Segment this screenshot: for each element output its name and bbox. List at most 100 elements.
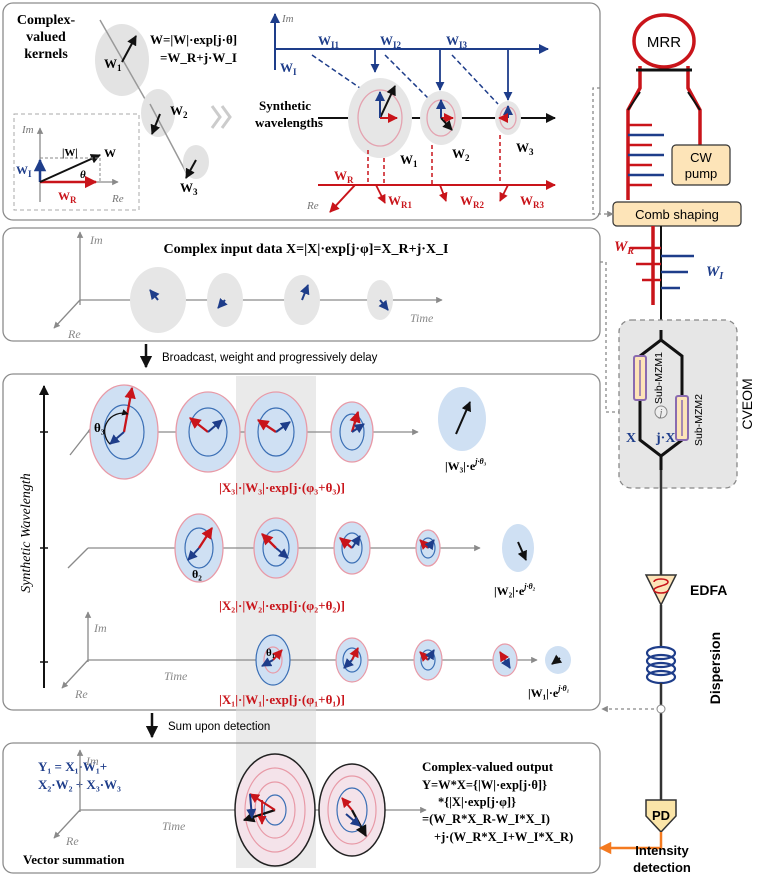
phase-shifter (654, 405, 668, 419)
row3-red-vector-2 (189, 417, 209, 433)
row1-weight-vector (551, 654, 563, 665)
kernel-w3-arrow (185, 159, 197, 179)
panel-output-border (2, 742, 601, 874)
output-im-label: Im (85, 754, 99, 768)
row2-re-axis (67, 547, 89, 569)
comb-shaping-label: Comb shaping (635, 207, 719, 222)
weight-ring-1 (357, 89, 403, 147)
mzm-x-label: X (626, 431, 636, 446)
inset-wi-label: W (16, 163, 28, 177)
wi-axis-sub: I (293, 67, 297, 77)
svg-text:W3: W3 (516, 140, 534, 157)
y1-line1: Y₁ = X₁·W₁+ (38, 759, 107, 774)
row1-weight-exp-power: j·θ₁ (556, 684, 569, 693)
svg-text:WI1: WI1 (318, 33, 340, 50)
wr-label-3-sub: R3 (533, 200, 544, 210)
row3-blue-vector-2 (207, 419, 223, 433)
input-vector-1 (149, 289, 160, 301)
wi-label-1-sub: I1 (331, 40, 340, 50)
row3-red-vector-3 (257, 419, 277, 433)
edfa-label: EDFA (690, 582, 727, 598)
input-to-modulator-connector (600, 261, 626, 416)
row3-formula: |X₃|·|W₃|·exp[j·(φ₃+θ₃)] (219, 480, 345, 495)
kernel-circle-2 (141, 89, 175, 137)
wr-axis-sub: R (347, 175, 354, 185)
kernel-formula-line1: W=|W|·exp[j·θ] (150, 32, 237, 47)
edfa-coil-icon (653, 578, 669, 594)
wcircle-label-1-sub: 1 (413, 159, 418, 169)
svg-text:WR3: WR3 (520, 193, 544, 210)
output-line2: *{|X|·exp[j·φ]} (438, 795, 516, 809)
input-vector-4 (378, 299, 389, 311)
row2-ring-1 (184, 527, 214, 569)
input-title: Complex input data X=|X|·exp[j·φ]=X_R+j·… (163, 242, 448, 257)
panel-output: Y₁ = X₁·W₁+ X₂·W₂ + X₃·W₃ Im Re Time Vec… (2, 742, 601, 874)
svg-text:W2: W2 (170, 103, 188, 120)
svg-text:WI: WI (280, 60, 297, 77)
row2-weight-vector (517, 541, 527, 561)
row2-red-vector-2 (261, 533, 277, 549)
inset-w-vector (39, 154, 101, 183)
svg-text:WI3: WI3 (446, 33, 468, 50)
wr-label-2-sub: R2 (473, 200, 484, 210)
row1-red-vector-2 (349, 647, 359, 661)
row1-re-axis (61, 659, 89, 689)
wr-label-2: W (460, 193, 473, 208)
dispersion-coil-1 (645, 645, 677, 661)
output-ring-1c (263, 794, 287, 826)
wcircle-label-2: W (452, 146, 465, 161)
wcircle-label-3: W (516, 140, 529, 155)
intensity-output-arrow (598, 832, 663, 855)
input-vector-2 (217, 297, 228, 309)
wcircle-label-2-sub: 2 (465, 153, 470, 163)
hw-wr-label: W (614, 239, 629, 255)
svg-text:W3: W3 (180, 180, 198, 197)
row3-ring-1 (103, 404, 145, 460)
row3-blue-vector-4 (351, 423, 365, 434)
output-ring-2b (336, 787, 368, 833)
row2-red-vector-1 (198, 527, 213, 549)
tap-point (656, 704, 666, 714)
output-line4: +j·(W_R*X_I+W_I*X_R) (434, 830, 573, 844)
row2-weight-exp-power: j·θ₂ (522, 582, 535, 591)
svg-text:WI: WI (16, 163, 32, 179)
hw-wi-sub: I (718, 271, 724, 282)
inset-wr-label: W (58, 189, 70, 203)
wi-label-2: W (380, 33, 393, 48)
theta3-label: θ₃ (94, 420, 105, 435)
panel-weighted: Synthetic Wavelength θ₃ |W₃|·ej·θ₃ |X₃|·… (2, 373, 601, 868)
svg-text:WR2: WR2 (460, 193, 484, 210)
dispersion-label: Dispersion (707, 632, 723, 704)
synthetic-wavelength-label: Synthetic Wavelength (19, 473, 34, 593)
input-vector-3 (300, 284, 310, 301)
svg-text:WI2: WI2 (380, 33, 402, 50)
inset-im-label: Im (21, 124, 34, 136)
row2-formula: |X₂|·|W₂|·exp[j·(φ₂+θ₂)] (219, 598, 345, 613)
kernel-w2-label: W (170, 103, 183, 118)
weight-vector-2 (440, 117, 453, 131)
wi-label-2-sub: I2 (393, 40, 402, 50)
output-ring-2a (327, 775, 377, 845)
row3-blue-vector-1 (109, 431, 125, 445)
hw-wi-label: W (706, 264, 721, 280)
input-re-axis (53, 299, 81, 329)
kernel-w3-sub: 3 (193, 187, 198, 197)
wr-label-1: W (388, 193, 401, 208)
intensity-line1: Intensity (635, 843, 689, 858)
output-line3: =(W_R*X_R-W_I*X_I) (422, 812, 550, 826)
wr-axis-label: W (334, 168, 347, 183)
cw-pump-line2: pump (685, 166, 718, 181)
row1-formula: |X₁|·|W₁|·exp[j·(φ₁+θ₁)] (219, 692, 345, 707)
row1-blue-vector-2 (343, 658, 354, 669)
svg-text:WR: WR (334, 168, 354, 185)
row2-weight-circle (502, 524, 534, 572)
mzm-jx-label: j·X (655, 431, 675, 446)
svg-text:WR: WR (614, 239, 634, 257)
input-re-label: Re (67, 327, 81, 341)
row2-ring-2 (262, 529, 290, 567)
kernel-axis-line (99, 19, 150, 107)
kernel-axis-line-2 (149, 103, 188, 175)
mrr-ring (632, 13, 696, 69)
row3-ring-3 (257, 407, 295, 457)
